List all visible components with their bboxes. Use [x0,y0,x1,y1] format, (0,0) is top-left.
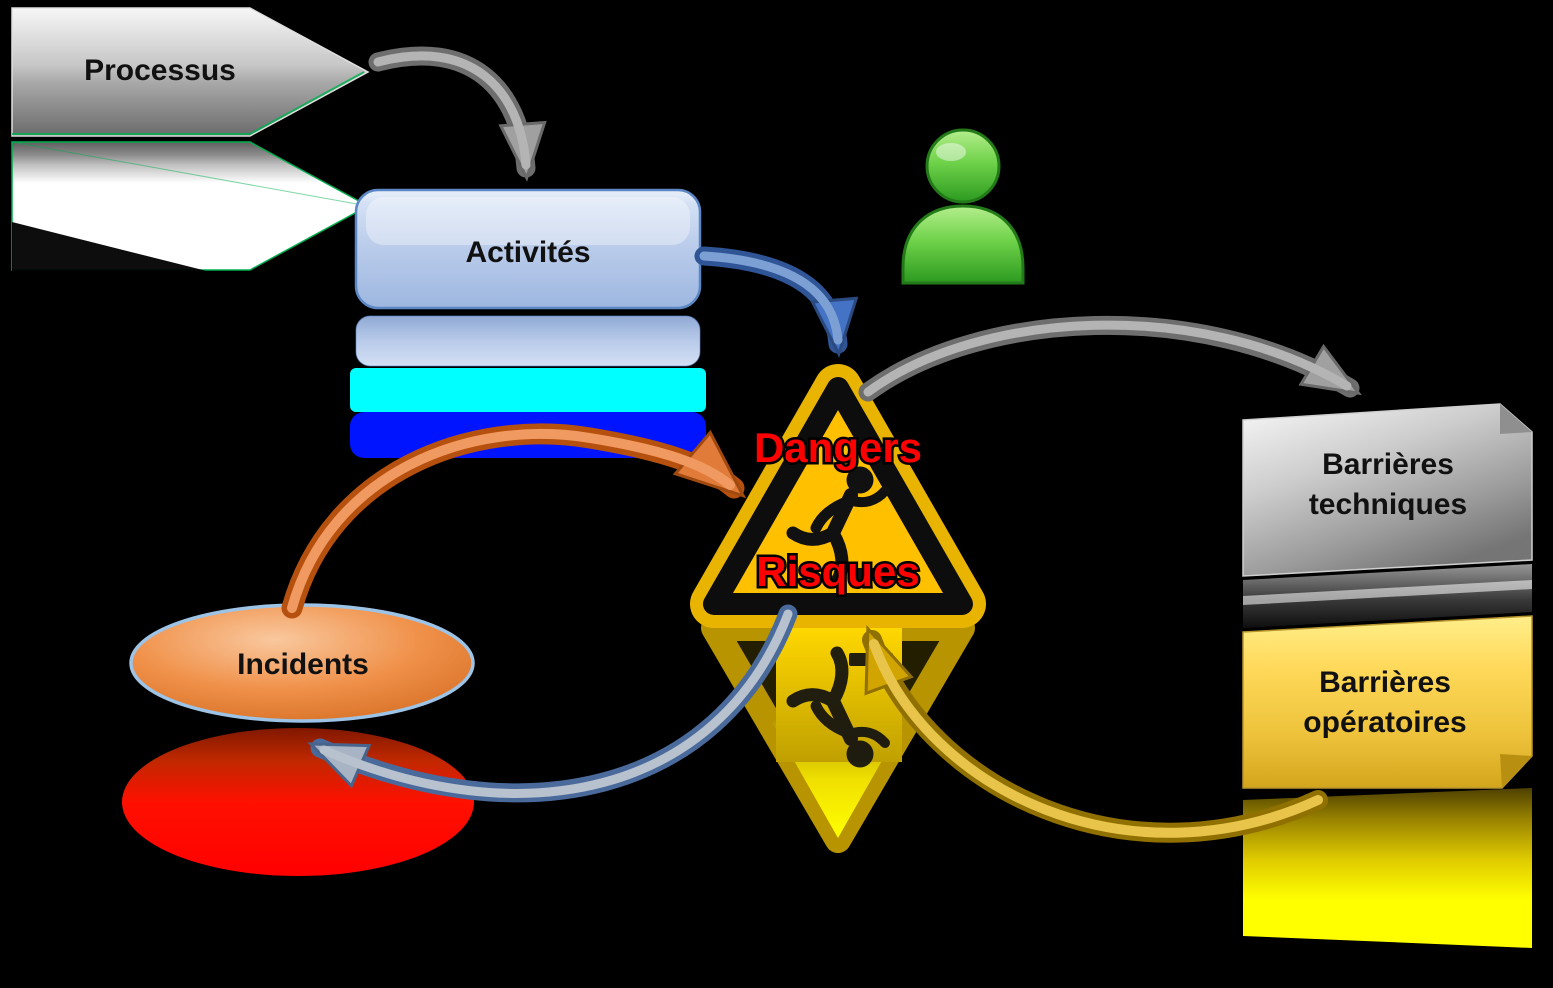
incidents-label: Incidents [237,648,369,681]
barrieres-operatoires-label-line1: Barrières [1319,666,1451,699]
barrieres-techniques-shape [1242,403,1533,577]
node-barrieres-techniques: Barrières techniques [1242,403,1533,628]
activites-highlight [366,197,690,245]
activites-reflection-cyan [350,368,706,412]
activites-reflection-band-1 [355,315,701,367]
arrow-activites-to-dangers [694,246,859,358]
barrieres-techniques-reflection-streak [1243,580,1532,605]
arrow-incidents-to-dangers [281,423,747,619]
arrow-dangers-to-barrieres-techniques [858,315,1362,402]
barrieres-techniques-label-line1: Barrières [1322,448,1454,481]
triangle-border [703,377,973,615]
barrieres-techniques-label-line2: techniques [1309,488,1467,521]
person-body [901,204,1025,285]
person-head [925,128,1001,204]
arrow-dangers-to-incidents [307,604,798,803]
barrieres-operatoires-corner-fold [1500,754,1532,788]
person-head-highlight [936,143,966,161]
arrow-barrieres-operatoires-to-dangers [862,624,1328,843]
activites-label: Activités [465,236,590,269]
processus-label: Processus [84,54,236,87]
processus-bottom-edge [12,71,365,135]
arrow-processus-to-activites [368,46,547,182]
processus-shape [11,7,370,137]
processus-reflection [11,141,370,292]
incidents-reflection [122,728,474,876]
dangers-label: Dangers [754,424,922,471]
node-activites: Activités [350,188,706,458]
node-barrieres-operatoires: Barrières opératoires [1242,615,1533,948]
person-icon [901,128,1025,285]
edges [281,46,1362,843]
barrieres-operatoires-shape [1242,615,1533,789]
node-processus: Processus [11,7,370,292]
risques-label: Risques [756,548,919,595]
barrieres-techniques-corner-fold [1500,404,1532,434]
barrieres-operatoires-reflection [1243,788,1532,948]
barrieres-operatoires-label-line2: opératoires [1303,706,1466,739]
